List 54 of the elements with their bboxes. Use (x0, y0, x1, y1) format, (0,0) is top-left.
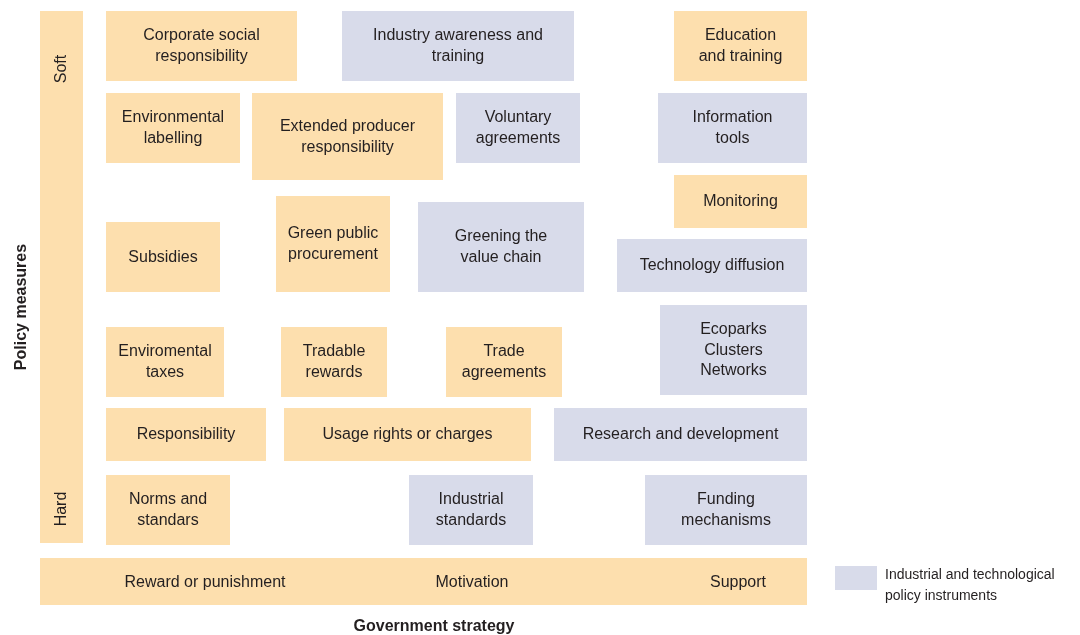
box-text: Information tools (691, 107, 774, 148)
axis-category-label: Motivation (435, 571, 509, 592)
axis-title: Government strategy (353, 616, 515, 635)
policy-box (645, 475, 807, 545)
policy-box (617, 239, 807, 292)
axis-title: Policy measures (11, 243, 30, 371)
box-text: Green public procurement (286, 223, 380, 264)
axis-end-label: Soft (51, 54, 70, 84)
box-text: Usage rights or charges (322, 424, 493, 445)
box-text: Responsibility (136, 424, 236, 445)
box-text: Research and development (582, 424, 779, 445)
axis-end-label: Hard (51, 491, 70, 527)
legend-text: Industrial and technological policy instruments (885, 565, 1056, 605)
policy-box (106, 11, 297, 81)
policy-box (106, 475, 230, 545)
box-text: Monitoring (703, 191, 778, 212)
policy-box (284, 408, 531, 461)
box-text: Education and training (697, 25, 784, 66)
box-text: Corporate social responsibility (142, 25, 261, 66)
policy-box (106, 327, 224, 397)
policy-box (660, 305, 807, 395)
policy-box (446, 327, 562, 397)
policy-box (674, 175, 807, 228)
box-text: Enviromental taxes (117, 341, 213, 382)
policy-box (658, 93, 807, 163)
policy-box (418, 202, 584, 292)
axis-bar (40, 558, 807, 605)
policy-box (252, 93, 443, 180)
policy-box (342, 11, 574, 81)
policy-box (409, 475, 533, 545)
box-text: Funding mechanisms (680, 489, 772, 530)
policy-box (106, 222, 220, 292)
policy-box (554, 408, 807, 461)
box-text: Voluntary agreements (474, 107, 562, 148)
policy-box (281, 327, 387, 397)
box-text: Extended producer responsibility (278, 115, 417, 157)
box-text: Subsidies (128, 246, 198, 267)
policy-box (674, 11, 807, 81)
policy-box (106, 408, 266, 461)
box-text: Trade agreements (460, 341, 548, 382)
box-text: Greening the value chain (453, 226, 549, 267)
box-text: Norms and standars (127, 489, 209, 530)
axis-category-label: Support (710, 571, 766, 592)
box-text: Tradable rewards (301, 341, 367, 382)
policy-box (276, 196, 390, 292)
box-text: Industry awareness and training (372, 25, 544, 66)
policy-box (106, 93, 240, 163)
box-text: Industrial standards (434, 489, 508, 530)
axis-bar (40, 11, 83, 543)
box-text: Technology diffusion (639, 255, 785, 276)
box-text: Ecoparks Clusters Networks (699, 318, 768, 381)
box-text: Environmental labelling (120, 107, 226, 148)
policy-box (456, 93, 580, 163)
axis-category-label: Reward or punishment (124, 571, 286, 592)
